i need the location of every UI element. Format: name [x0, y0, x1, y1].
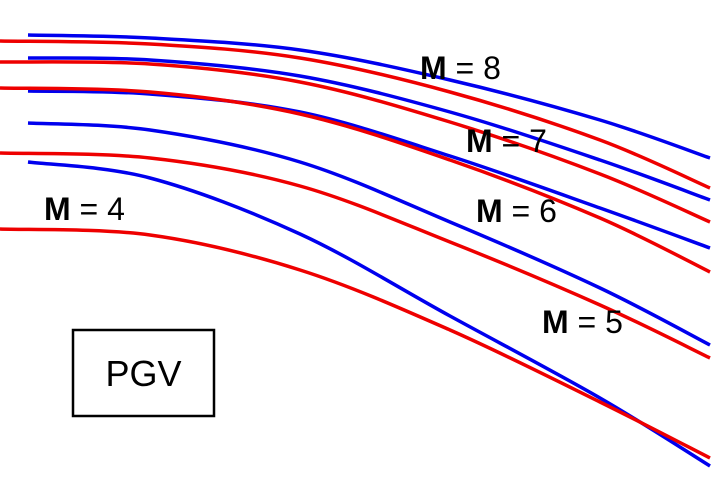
label-m7: M = 7: [466, 123, 547, 159]
curve-m6-blue: [27, 89, 711, 250]
curve-m7-red: [0, 60, 711, 224]
curve-m5-red: [0, 151, 711, 360]
pgv-box: [71, 328, 216, 418]
label-m8: M = 8: [420, 50, 501, 86]
label-m4: M = 4: [44, 191, 125, 227]
pgv-box-label: PGV: [105, 353, 181, 394]
label-m6: M = 6: [476, 193, 557, 229]
curve-m8-red: [0, 39, 711, 190]
curve-m6-red: [0, 86, 711, 274]
label-m5: M = 5: [542, 304, 623, 340]
curve-m8-blue: [27, 33, 711, 160]
curve-m7-blue: [27, 56, 711, 202]
curves-group: [0, 33, 711, 468]
curve-m4-red: [0, 227, 711, 460]
curve-m4-blue: [27, 160, 711, 468]
curve-m5-blue: [27, 121, 711, 347]
